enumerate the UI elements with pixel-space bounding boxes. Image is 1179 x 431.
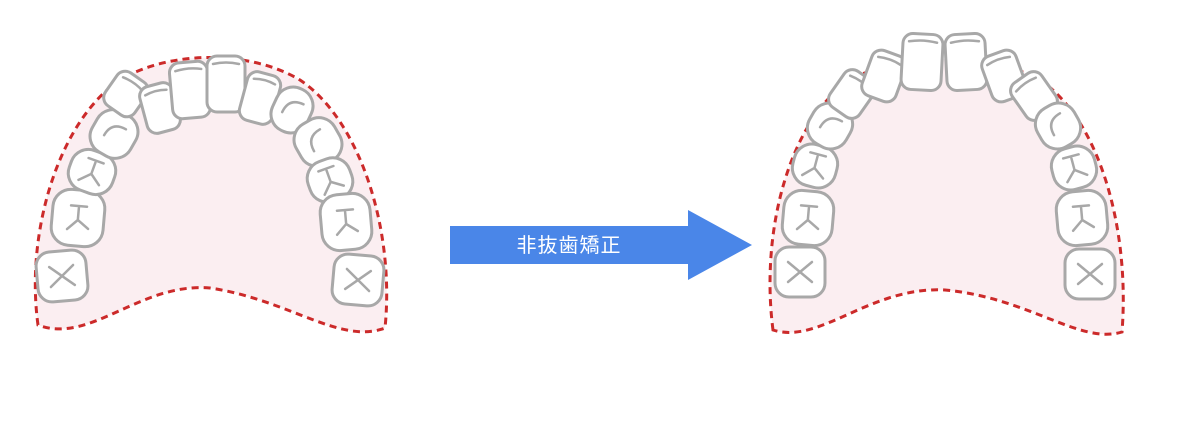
tooth bbox=[780, 188, 836, 248]
tooth bbox=[330, 252, 386, 308]
arrow-label: 非抜歯矯正 bbox=[516, 233, 622, 257]
teeth-group bbox=[34, 54, 386, 308]
tooth bbox=[318, 191, 374, 253]
tooth bbox=[102, 69, 150, 119]
dental-arch-after bbox=[768, 32, 1125, 336]
tooth bbox=[34, 248, 90, 304]
tooth bbox=[1033, 101, 1083, 151]
tooth bbox=[1063, 247, 1117, 301]
arrow bbox=[450, 210, 752, 280]
arrow-shape bbox=[450, 210, 752, 280]
tooth bbox=[88, 108, 140, 160]
tooth bbox=[1049, 144, 1099, 192]
teeth-group bbox=[773, 32, 1117, 301]
tooth bbox=[49, 187, 107, 249]
tooth bbox=[269, 85, 315, 135]
tooth bbox=[899, 32, 945, 92]
dental-arch-before bbox=[33, 54, 389, 334]
tooth bbox=[66, 147, 118, 197]
tooth bbox=[205, 54, 247, 114]
tooth bbox=[1054, 188, 1110, 248]
tooth bbox=[790, 142, 840, 190]
tooth bbox=[167, 59, 213, 121]
tooth bbox=[773, 245, 827, 299]
